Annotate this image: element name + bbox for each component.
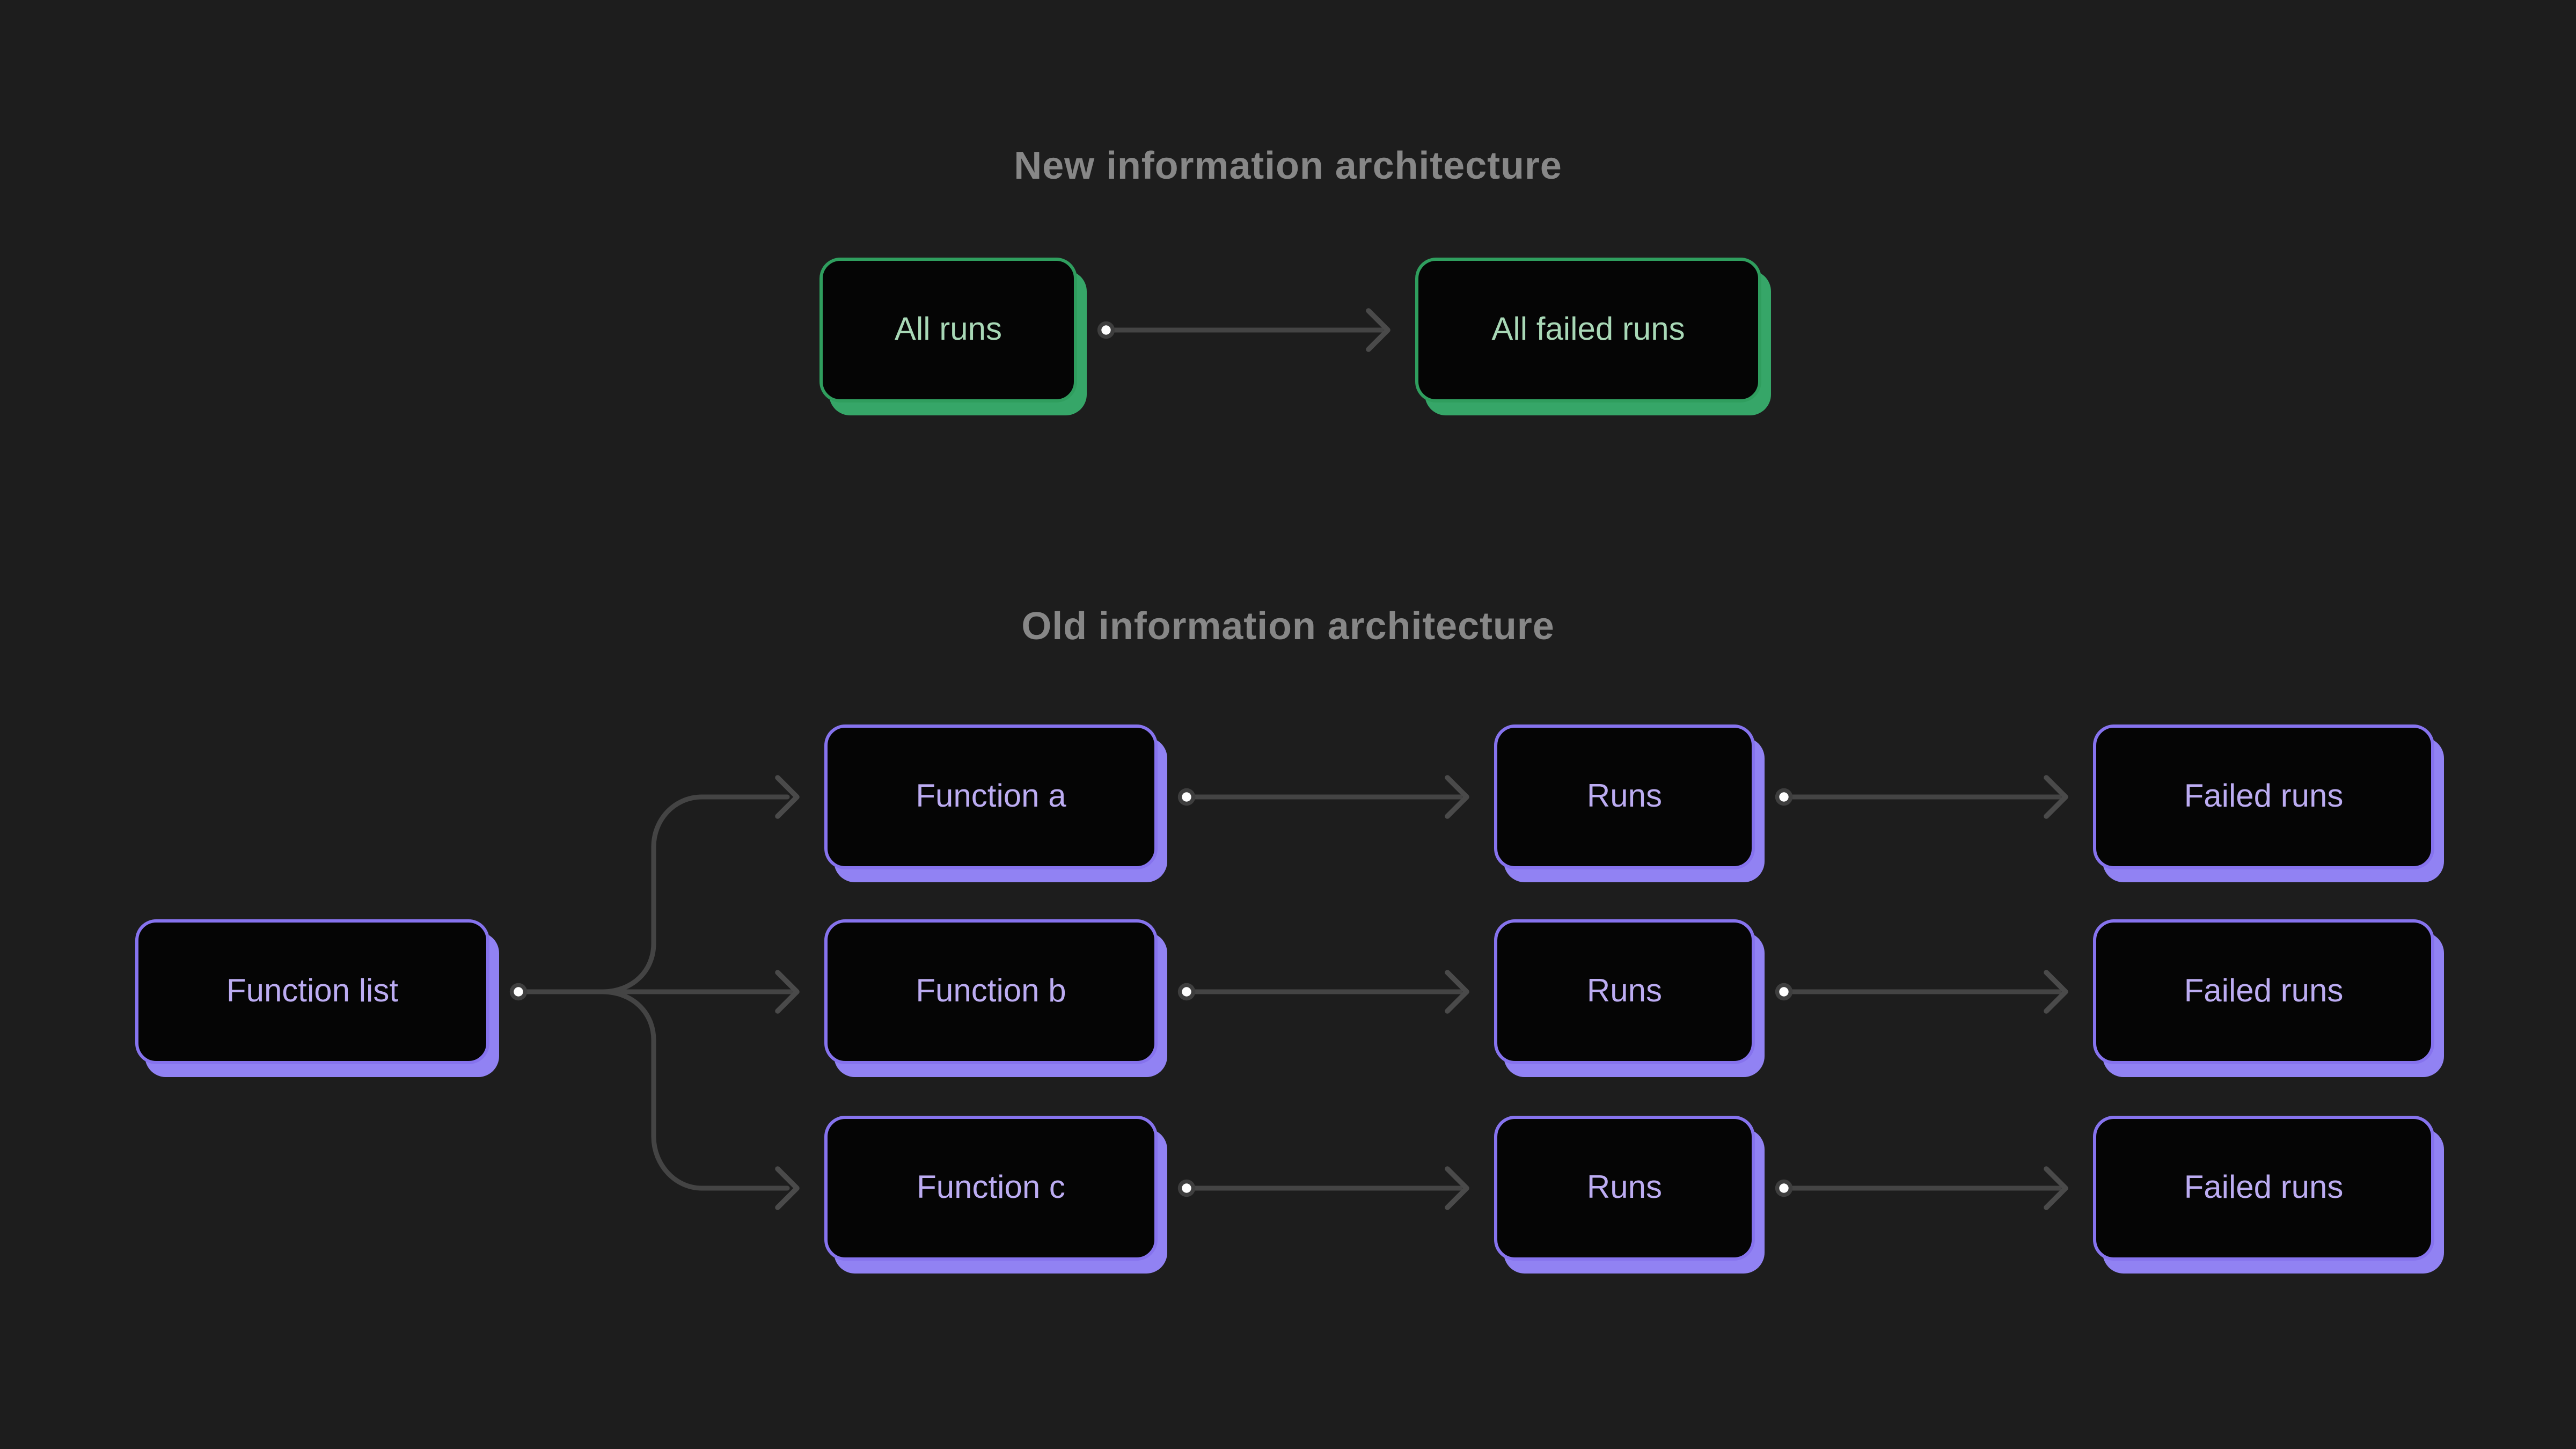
node-label: Function b bbox=[916, 974, 1066, 1009]
node-function-list: Function list bbox=[135, 919, 489, 1064]
connector-runsc-failedruns bbox=[1775, 1166, 2068, 1210]
node-runs-a: Runs bbox=[1494, 724, 1755, 869]
arrowhead-icon bbox=[775, 775, 800, 819]
arrowhead-icon bbox=[2044, 970, 2068, 1014]
connector-functionc-runs bbox=[1177, 1166, 1469, 1210]
node-label: Runs bbox=[1586, 779, 1663, 815]
node-runs-c: Runs bbox=[1494, 1116, 1755, 1261]
section-title-new: New information architecture bbox=[1014, 145, 1562, 188]
arrowhead-icon bbox=[775, 970, 800, 1014]
connector-dot-icon bbox=[1779, 987, 1789, 997]
node-label: Failed runs bbox=[2184, 974, 2344, 1009]
node-failed-runs-b: Failed runs bbox=[2093, 919, 2434, 1064]
connector-dot-icon bbox=[1182, 792, 1191, 802]
node-label: Function c bbox=[917, 1170, 1065, 1206]
connector-dot-icon bbox=[1779, 1183, 1789, 1193]
arrowhead-icon bbox=[1445, 970, 1469, 1014]
connector-dot-icon bbox=[1182, 1183, 1191, 1193]
node-function-c: Function c bbox=[824, 1116, 1158, 1261]
arrowhead-icon bbox=[2044, 1166, 2068, 1210]
connector-allruns-allfailedruns bbox=[1097, 308, 1391, 352]
arrowhead-icon bbox=[1445, 775, 1469, 819]
arrowhead-icon bbox=[2044, 775, 2068, 819]
connector-runsb-failedruns bbox=[1775, 970, 2068, 1014]
connector-functionlist-functions bbox=[509, 775, 800, 1210]
node-all-failed-runs: All failed runs bbox=[1415, 258, 1761, 402]
node-label: All failed runs bbox=[1491, 312, 1685, 348]
connector-runsa-failedruns bbox=[1775, 775, 2068, 819]
node-all-runs: All runs bbox=[819, 258, 1077, 402]
node-label: Function a bbox=[916, 779, 1066, 815]
connector-functiona-runs bbox=[1177, 775, 1469, 819]
node-label: All runs bbox=[894, 312, 1002, 348]
node-failed-runs-c: Failed runs bbox=[2093, 1116, 2434, 1261]
connector-dot-icon bbox=[1182, 987, 1191, 997]
connector-line bbox=[524, 794, 790, 994]
node-function-a: Function a bbox=[824, 724, 1158, 869]
connector-dot-icon bbox=[1101, 325, 1111, 335]
arrowhead-icon bbox=[1445, 1166, 1469, 1210]
arrowhead-icon bbox=[775, 1166, 800, 1210]
node-label: Function list bbox=[226, 974, 399, 1009]
node-function-b: Function b bbox=[824, 919, 1158, 1064]
node-runs-b: Runs bbox=[1494, 919, 1755, 1064]
section-title-old: Old information architecture bbox=[1021, 605, 1555, 649]
node-label: Runs bbox=[1586, 1170, 1663, 1206]
connector-dot-icon bbox=[514, 987, 523, 997]
arrowhead-icon bbox=[1366, 308, 1391, 352]
connector-line bbox=[524, 989, 790, 1191]
node-label: Failed runs bbox=[2184, 779, 2344, 815]
node-label: Runs bbox=[1586, 974, 1663, 1009]
connector-functionb-runs bbox=[1177, 970, 1469, 1014]
node-label: Failed runs bbox=[2184, 1170, 2344, 1206]
node-failed-runs-a: Failed runs bbox=[2093, 724, 2434, 869]
connector-dot-icon bbox=[1779, 792, 1789, 802]
